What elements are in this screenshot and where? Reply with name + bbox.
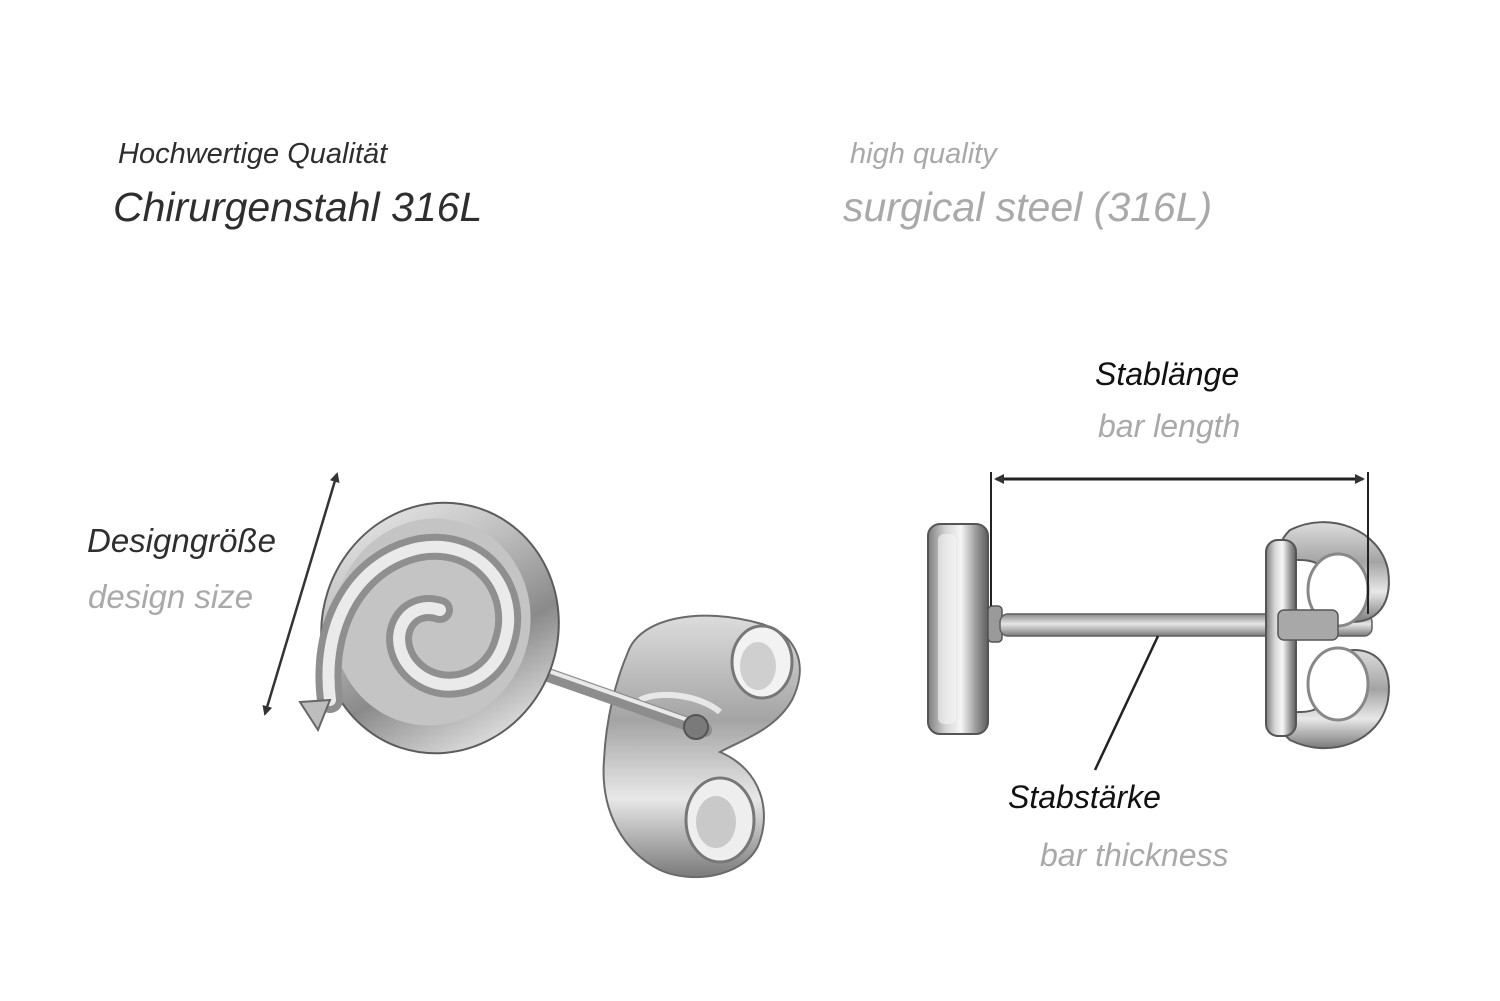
bar-thickness-pointer — [1093, 635, 1160, 771]
bar-length-indicator — [990, 472, 1369, 614]
design-size-arrow — [262, 472, 340, 716]
material-label-de: Chirurgenstahl 316L — [113, 184, 483, 230]
bar-length-label-en: bar length — [1098, 408, 1241, 444]
bar-thickness-label-de: Stabstärke — [1008, 779, 1161, 815]
earring-side-view — [927, 472, 1390, 771]
earring-front-plate — [927, 523, 989, 735]
earring-angled-view — [262, 472, 801, 879]
design-size-label-en: design size — [88, 578, 254, 615]
earring-post — [513, 658, 712, 737]
earring-butterfly-back — [1265, 521, 1390, 750]
design-size-label-de: Designgröße — [87, 522, 276, 559]
bar-thickness-label-en: bar thickness — [1040, 837, 1229, 873]
quality-label-de: Hochwertige Qualität — [118, 138, 388, 170]
bar-length-label-de: Stablänge — [1095, 356, 1240, 392]
spiral-design-front — [298, 501, 560, 755]
quality-label-en: high quality — [850, 138, 997, 170]
earring-back-clutch — [602, 614, 801, 879]
material-label-en: surgical steel (316L) — [843, 184, 1213, 230]
